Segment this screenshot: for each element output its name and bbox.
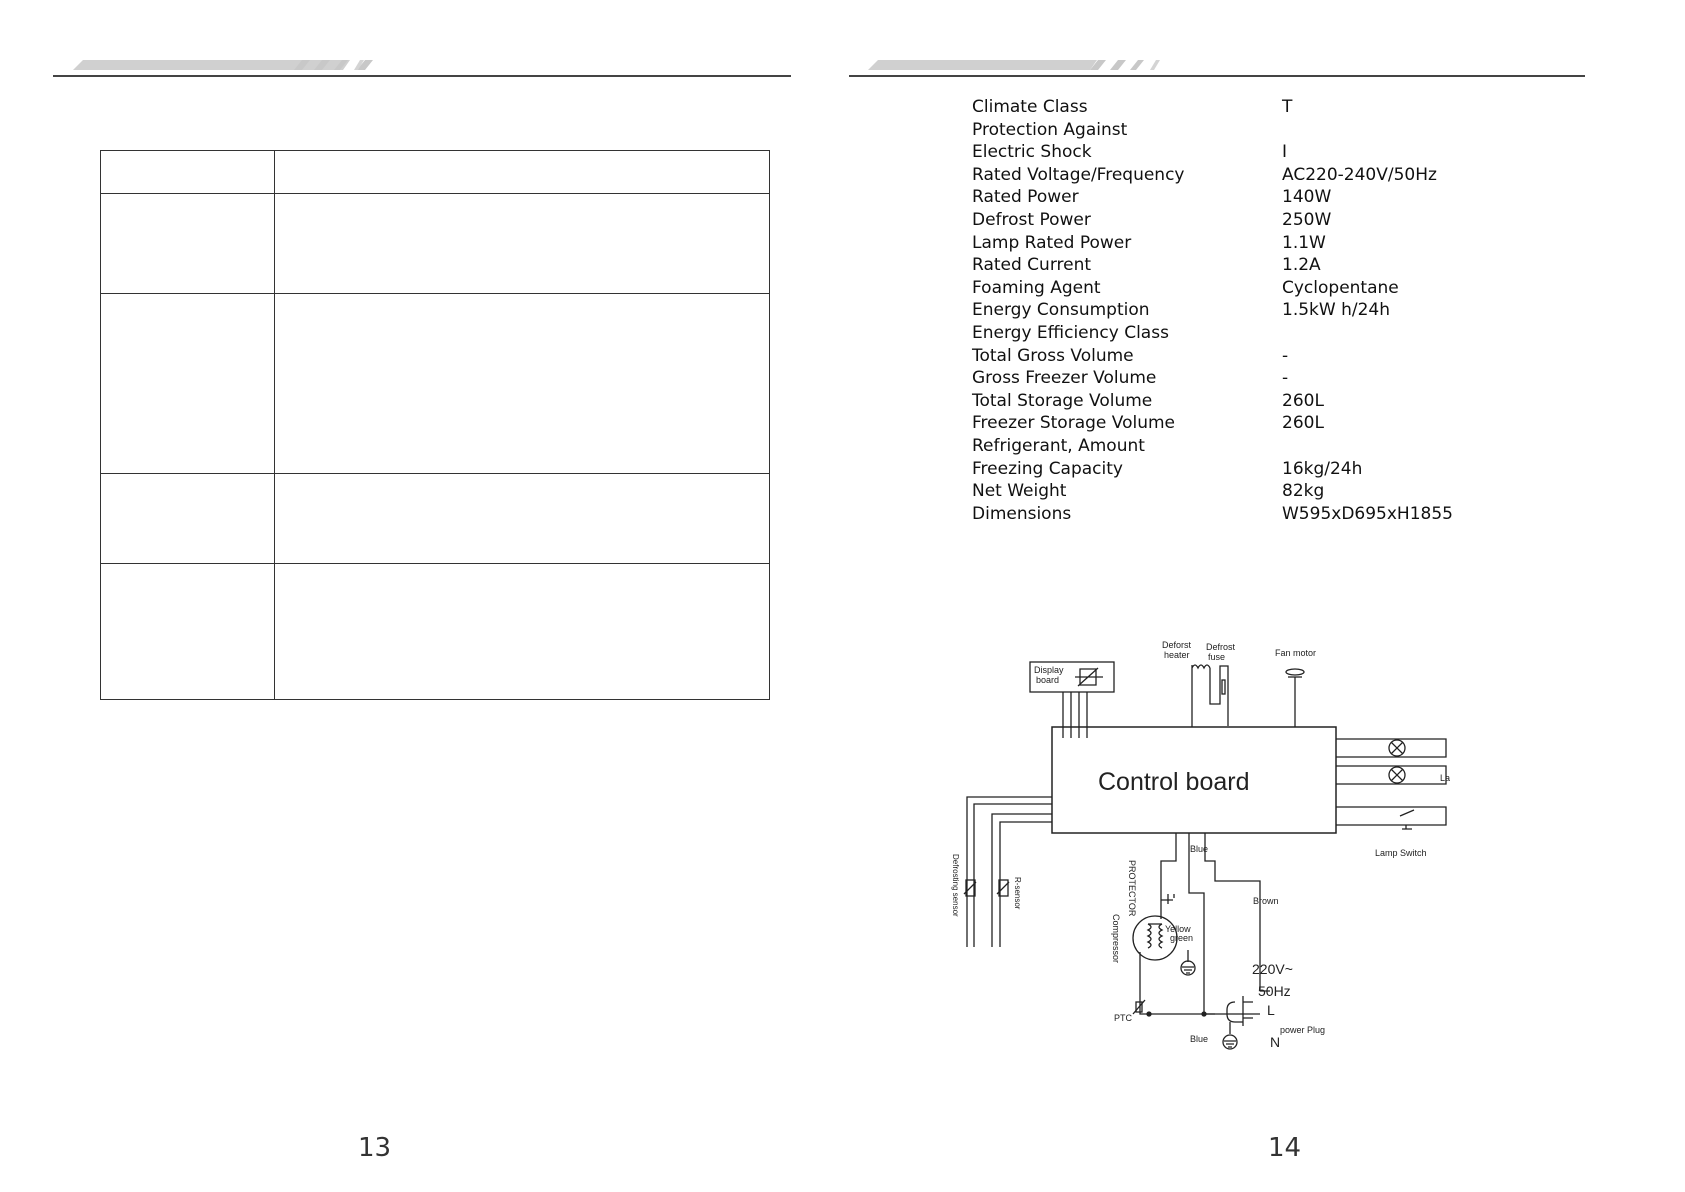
table-row <box>101 473 769 474</box>
neutral-label: N <box>1270 1034 1280 1050</box>
spec-label: Dimensions <box>972 503 1072 524</box>
header-rule <box>53 75 791 77</box>
spec-label: Rated Power <box>972 187 1079 208</box>
spec-value: - <box>1282 368 1289 389</box>
display-wires <box>1062 692 1088 738</box>
compressor-label: Compressor <box>1111 914 1121 963</box>
compressor-icon <box>1132 915 1178 961</box>
blue-wire-label: Blue <box>1190 1034 1208 1044</box>
spec-value: 1.2A <box>1282 255 1321 276</box>
header-decoration <box>73 60 373 70</box>
spec-label: Protection Against <box>972 119 1128 140</box>
spec-value: 250W <box>1282 210 1332 230</box>
brown-wire-label: Brown <box>1253 896 1279 906</box>
table-row <box>101 193 769 194</box>
spec-label: Electric Shock <box>972 142 1092 163</box>
table-column-divider <box>274 151 275 699</box>
defrost-fuse <box>1221 679 1226 695</box>
table-row <box>101 293 769 294</box>
lamp-label: Lamp <box>1440 773 1450 783</box>
spec-label: Lamp Rated Power <box>972 232 1132 253</box>
control-board-label: Control board <box>1098 768 1249 796</box>
page-number: 14 <box>1268 1133 1302 1163</box>
display-board-label: Display <box>1034 665 1064 675</box>
spec-label: Refrigerant, Amount <box>972 436 1145 456</box>
defrosting-sensor-icon <box>965 879 976 897</box>
voltage-label: 220V~ <box>1252 961 1293 977</box>
defrost-fuse-label: fuse <box>1208 652 1225 662</box>
spec-label: Rated Voltage/Frequency <box>972 164 1185 185</box>
brown-wire <box>1204 833 1261 991</box>
lamp-switch <box>1399 809 1415 830</box>
spec-value: Cyclopentane <box>1282 277 1399 298</box>
display-board-component <box>1075 667 1103 687</box>
defrost-heater <box>1191 664 1229 727</box>
spec-label: Total Storage Volume <box>972 390 1153 411</box>
plug-ground-symbol <box>1222 1034 1238 1050</box>
spec-value: 1.1W <box>1282 232 1326 253</box>
spec-label: Climate Class <box>972 97 1088 117</box>
spec-label: Defrost Power <box>972 210 1091 230</box>
lamp-switch-label: Lamp Switch <box>1375 848 1427 858</box>
defrosting-sensor-label: Defrosting sensor <box>951 854 960 917</box>
spec-label: Foaming Agent <box>972 277 1101 298</box>
ptc-label: PTC <box>1114 1013 1133 1023</box>
lamp-wires <box>1336 738 1447 826</box>
spec-value: T <box>1282 97 1293 117</box>
lamp-icon <box>1388 766 1406 784</box>
power-plug <box>1204 990 1270 1034</box>
spec-value: - <box>1282 345 1289 366</box>
spec-value: 140W <box>1282 187 1332 208</box>
spec-value: 82kg <box>1282 481 1325 502</box>
r-sensor-label: R-sensor <box>1013 877 1022 910</box>
header-decoration <box>868 60 1097 70</box>
defrost-heater-label: heater <box>1164 650 1190 660</box>
yellow-green-label: Yellow <box>1165 924 1191 934</box>
spec-value: 1.5kW h/24h <box>1282 300 1391 321</box>
defrost-heater-label: Deforst <box>1162 640 1192 650</box>
left-page: 13 <box>0 0 842 1192</box>
spec-value: 260L <box>1282 413 1324 434</box>
blank-table <box>100 150 770 700</box>
spec-value: W595xD695xH1855 <box>1282 503 1453 524</box>
spec-label: Total Gross Volume <box>972 345 1134 366</box>
protector-label: PROTECTOR <box>1127 860 1137 917</box>
spec-label: Freezing Capacity <box>972 458 1123 479</box>
table-row <box>101 563 769 564</box>
spec-label: Net Weight <box>972 481 1067 502</box>
display-board-box <box>1029 661 1115 693</box>
compressor-coil <box>1146 923 1164 949</box>
spec-label: Energy Consumption <box>972 300 1150 321</box>
right-page: 14 <box>842 0 1685 1192</box>
compressor-wires <box>1160 833 1177 919</box>
spec-label: Gross Freezer Volume <box>972 368 1157 389</box>
spec-label: Rated Current <box>972 255 1092 276</box>
blue-wire <box>1188 833 1205 1014</box>
defrost-fuse-label: Defrost <box>1206 642 1236 652</box>
spec-label: Freezer Storage Volume <box>972 413 1175 434</box>
spec-label: Energy Efficiency Class <box>972 323 1169 343</box>
spec-value: AC220-240V/50Hz <box>1282 164 1437 185</box>
r-sensor-icon <box>998 879 1009 897</box>
page-number: 13 <box>358 1133 392 1163</box>
wiring-diagram: Control board Display board Deforst heat… <box>951 640 1450 1050</box>
ptc <box>1139 952 1215 1015</box>
display-board-label: board <box>1036 675 1059 685</box>
frequency-label: 50Hz <box>1258 983 1291 999</box>
fan-motor-label: Fan motor <box>1275 648 1316 658</box>
spec-value: 16kg/24h <box>1282 458 1363 479</box>
blue-wire-label: Blue <box>1190 844 1208 854</box>
header-slashes <box>1090 60 1160 70</box>
fan-motor-icon <box>1285 668 1305 676</box>
control-board-box <box>1051 726 1337 834</box>
spec-value: I <box>1282 142 1288 163</box>
yellow-green-label: green <box>1170 933 1193 943</box>
sensor-wires <box>966 796 1052 947</box>
spec-value: 260L <box>1282 390 1324 411</box>
live-label: L <box>1267 1002 1275 1018</box>
header-slashes <box>294 60 364 70</box>
lamp-icon <box>1388 739 1406 757</box>
header-rule <box>849 75 1585 77</box>
power-plug-label: power Plug <box>1280 1025 1325 1035</box>
